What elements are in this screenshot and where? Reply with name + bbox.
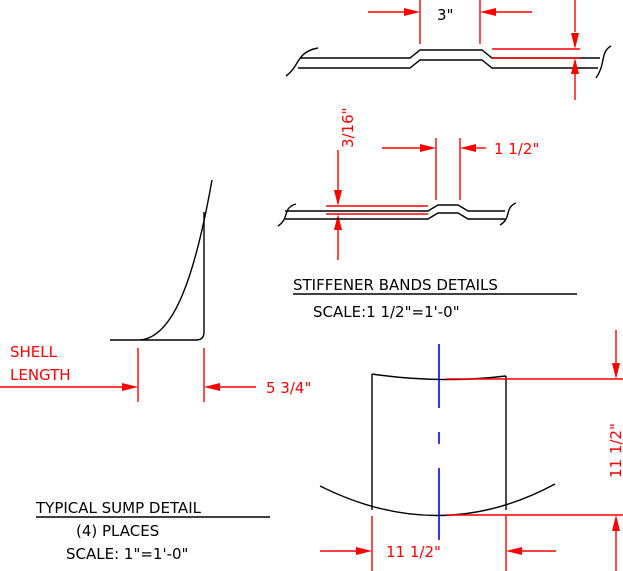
- stiffener-title: STIFFENER BANDS DETAILS: [293, 276, 498, 294]
- sump-dim-height: 11 1/2": [607, 423, 623, 478]
- stiffener-lower-break-right: [499, 202, 517, 226]
- sump-body: [319, 373, 556, 517]
- dim-1-1-2in: [382, 138, 486, 200]
- stiffener-scale: SCALE:1 1/2"=1'-0": [313, 303, 460, 321]
- dim-sump-width: [320, 516, 556, 571]
- shell-angle: [140, 212, 205, 341]
- stiffener-upper-break-right: [595, 45, 612, 79]
- sump-shell-arc: [319, 483, 556, 517]
- dim-sump-height: [446, 330, 623, 571]
- stiffener-dim-vertical: 3/16": [339, 107, 357, 148]
- stiffener-lower-profile-top: [285, 204, 505, 212]
- stiffener-band-upper: [285, 45, 612, 79]
- shell-dim: 5 3/4": [266, 379, 311, 397]
- dim-3-16in: [334, 150, 342, 260]
- dim-3in: [368, 0, 532, 44]
- stiffener-upper-profile-bottom: [298, 59, 598, 69]
- shell-label-line1: SHELL: [10, 343, 58, 361]
- stiffener-dim-top: 3": [437, 6, 453, 24]
- stiffener-upper-break-left: [285, 47, 319, 77]
- shell-label-line2: LENGTH: [10, 366, 71, 384]
- dim-shell-length: [0, 348, 256, 402]
- stiffener-lower-profile-bottom: [285, 212, 505, 220]
- stiffener-lower-break-left: [277, 203, 297, 227]
- stiffener-band-lower: [277, 202, 517, 227]
- shell-profile: [110, 179, 213, 341]
- sump-places: (4) PLACES: [76, 522, 159, 540]
- stiffener-dim-right: 1 1/2": [494, 140, 539, 158]
- sump-dim-width: 11 1/2": [386, 543, 441, 561]
- sump-title: TYPICAL SUMP DETAIL: [35, 499, 202, 517]
- stiffener-upper-profile-top: [300, 49, 600, 59]
- sump-scale: SCALE: 1"=1'-0": [66, 545, 188, 563]
- shell-curve: [110, 179, 213, 341]
- dim-upper-band-thickness: [571, 0, 579, 100]
